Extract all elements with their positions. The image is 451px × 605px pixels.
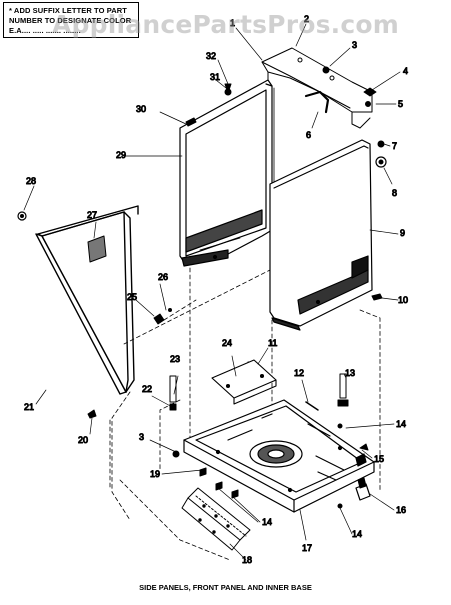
label-plate <box>87 235 107 263</box>
note-line-1: * ADD SUFFIX LETTER TO PART <box>9 6 127 15</box>
mount-bracket <box>211 359 277 405</box>
top-bracket <box>261 47 373 129</box>
callout-28: 28 <box>26 176 36 186</box>
rear-side-panel <box>179 79 275 267</box>
callout-29: 29 <box>116 150 126 160</box>
callout-20: 20 <box>78 435 88 445</box>
inner-base <box>183 399 375 513</box>
callout-3: 3 <box>352 40 357 50</box>
callout-26: 26 <box>158 272 168 282</box>
callout-16: 16 <box>396 505 406 515</box>
note-line-3: E.A.... ..... ....... ........ <box>9 26 81 35</box>
callout-25: 25 <box>127 292 137 302</box>
callout-18: 18 <box>242 555 252 565</box>
callout-9: 9 <box>400 228 405 238</box>
callout-19: 19 <box>150 469 160 479</box>
callout-labels: 1 2 3 4 5 6 7 8 9 10 11 12 13 14 14 14 1… <box>24 14 409 566</box>
callout-2: 2 <box>304 14 309 24</box>
front-panel <box>35 205 139 395</box>
callout-6: 6 <box>306 130 311 140</box>
callout-13: 13 <box>345 368 355 378</box>
front-panel-hardware <box>17 211 172 419</box>
callout-7: 7 <box>392 141 397 151</box>
callout-14-bottom: 14 <box>352 529 362 539</box>
callout-23: 23 <box>170 354 180 364</box>
callout-11: 11 <box>268 338 277 348</box>
bottom-strip <box>181 487 251 551</box>
callout-27: 27 <box>87 210 97 220</box>
side-panel-hardware <box>371 140 387 301</box>
leader-lines <box>23 23 401 561</box>
callout-15: 15 <box>374 454 384 464</box>
callout-12: 12 <box>294 368 304 378</box>
callout-5: 5 <box>398 99 403 109</box>
callout-31: 31 <box>210 72 220 82</box>
callout-22: 22 <box>142 384 152 394</box>
diagram-caption: SIDE PANELS, FRONT PANEL AND INNER BASE <box>139 583 312 592</box>
color-suffix-note: * ADD SUFFIX LETTER TO PART NUMBER TO DE… <box>3 2 139 38</box>
side-panel <box>269 139 373 331</box>
callout-24: 24 <box>222 338 232 348</box>
assembly-lines <box>109 267 381 561</box>
callout-8: 8 <box>392 188 397 198</box>
callout-32: 32 <box>206 51 216 61</box>
callout-1: 1 <box>230 18 235 28</box>
callout-14-left: 14 <box>262 517 272 527</box>
callout-21: 21 <box>24 402 34 412</box>
note-line-2: NUMBER TO DESIGNATE COLOR <box>9 16 132 25</box>
callout-17: 17 <box>302 543 312 553</box>
callout-3-base: 3 <box>139 432 144 442</box>
callout-30: 30 <box>136 104 146 114</box>
callout-4: 4 <box>403 66 408 76</box>
callout-10: 10 <box>398 295 408 305</box>
callout-14-right: 14 <box>396 419 406 429</box>
